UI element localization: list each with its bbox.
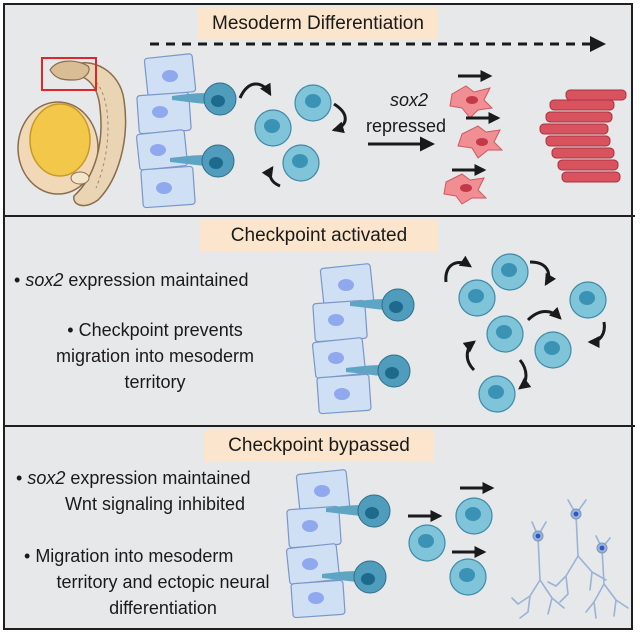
panel1-migrating-cells xyxy=(254,84,332,182)
panel1-niche-nuclei xyxy=(150,70,178,194)
panel3-bullet2-line1: Migration into mesoderm xyxy=(35,546,234,566)
panel3-niche-nuclei xyxy=(302,485,330,604)
embryo-icon xyxy=(17,57,127,207)
panel2-stalled-cells xyxy=(458,253,607,413)
panel2-bullet1-text: expression maintained xyxy=(63,270,249,290)
sox2-label: sox2 xyxy=(374,88,444,112)
panel2-circling-arrows xyxy=(444,255,606,390)
ectopic-neurons xyxy=(511,499,629,619)
panel1-attached-stem-cells xyxy=(170,82,237,178)
panel3-migration-arrows xyxy=(408,482,495,558)
panel3-bullet1-line2: Wnt signaling inhibited xyxy=(64,494,246,514)
panel1-small-arrows xyxy=(452,70,501,176)
region-highlight-box xyxy=(41,57,97,91)
panel3-gene-name: sox2 xyxy=(27,468,66,488)
panel-divider-1 xyxy=(5,215,635,217)
neuron-cell-bodies xyxy=(532,508,608,554)
panel2-bullet2-line2: migration into mesoderm xyxy=(55,346,255,366)
panel2-bullet2: • Checkpoint prevents xyxy=(67,320,243,340)
panel2-bullet1: • sox2 expression maintained xyxy=(14,270,249,290)
panel3-bullet2: • Migration into mesoderm xyxy=(24,546,234,566)
panel3-bullet2-line3: differentiation xyxy=(109,598,217,618)
panel1-migration-arrows xyxy=(238,82,347,188)
panel-divider-2 xyxy=(5,425,635,427)
panel2-attached-stem-cells xyxy=(346,288,415,388)
panel1-differentiating-cells xyxy=(443,85,504,205)
panel1-title: Mesoderm Differentiation xyxy=(198,8,438,40)
panel3-bullet2-line2: territory and ectopic neural xyxy=(56,572,270,592)
panel3-escaping-cells xyxy=(408,497,493,596)
panel3-attached-stem-cells xyxy=(322,494,391,594)
panel3-title: Checkpoint bypassed xyxy=(204,430,434,462)
panel3-bullet1: • sox2 expression maintained xyxy=(16,468,251,488)
repressed-label: repressed xyxy=(365,116,447,136)
panel3-bullet1-text: expression maintained xyxy=(65,468,251,488)
panel2-bullet2-line3: territory xyxy=(124,372,186,392)
panel2-gene-name: sox2 xyxy=(25,270,64,290)
muscle-fibers xyxy=(539,89,627,183)
sox2-gene-name: sox2 xyxy=(389,90,429,110)
dashed-arrow-head xyxy=(590,36,606,52)
panel2-niche-nuclei xyxy=(328,279,354,400)
panel2-title: Checkpoint activated xyxy=(200,220,438,252)
panel2-bullet2-line1: Checkpoint prevents xyxy=(78,320,243,340)
